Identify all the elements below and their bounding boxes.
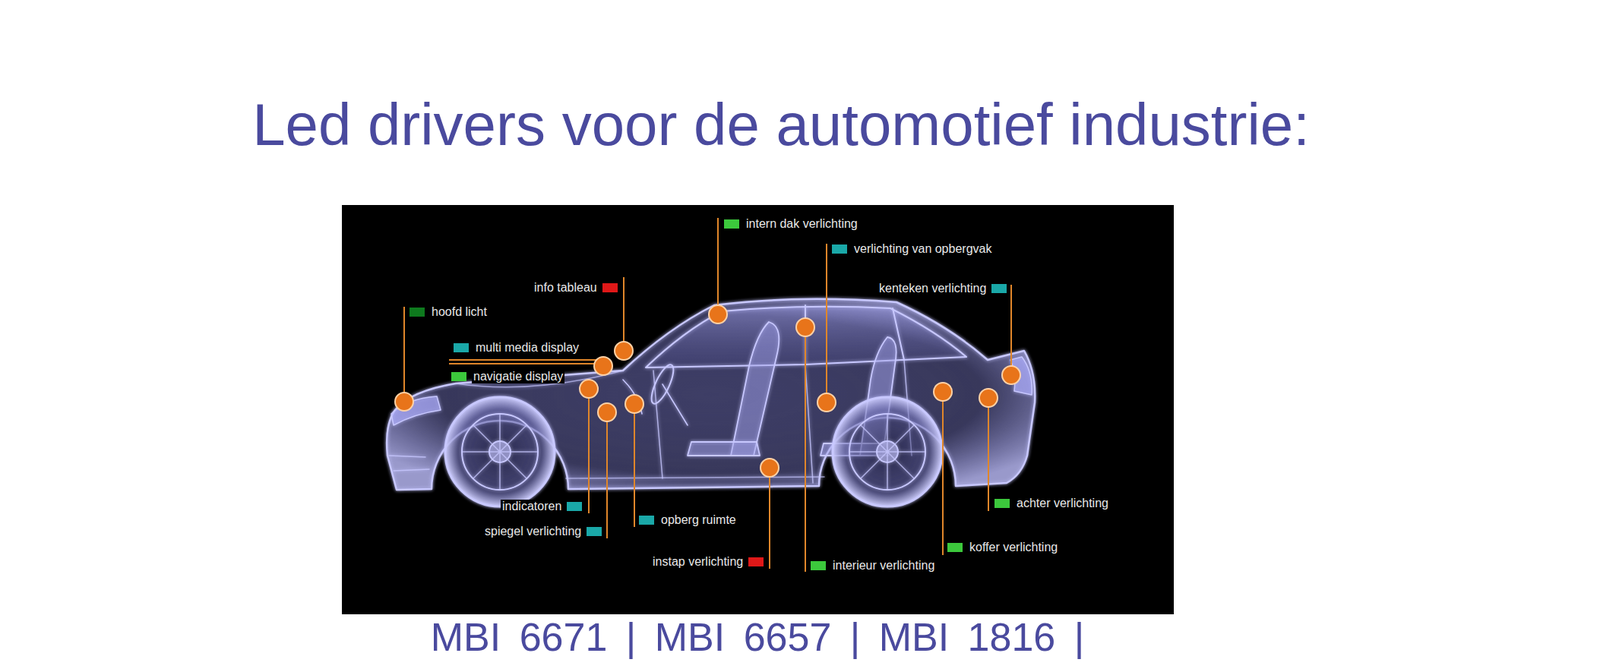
callout-dots-part xyxy=(625,395,644,414)
color-swatches-part xyxy=(991,284,1007,294)
page-title: Led drivers voor de automotief industrie… xyxy=(252,94,1310,155)
callout-label: instap verlichting xyxy=(651,555,745,570)
leader-lines xyxy=(404,218,1012,573)
color-swatches-part xyxy=(724,219,740,229)
part-numbers-caption: MBI 6671 | MBI 6657 | MBI 1816 | xyxy=(430,617,1085,658)
car-body-part xyxy=(388,455,430,472)
color-swatches-part xyxy=(409,307,425,317)
callout-dots-part xyxy=(579,379,598,399)
callout-dots-part xyxy=(817,393,836,412)
color-swatches-part xyxy=(947,543,963,553)
leader-lines-part xyxy=(622,277,625,351)
color-swatches-part xyxy=(566,502,582,512)
car-body-part xyxy=(445,397,555,507)
callout-dots-part xyxy=(614,341,633,361)
callout-dots-part xyxy=(395,392,414,412)
color-swatches-part xyxy=(453,343,469,353)
callout-dots-part xyxy=(760,458,779,478)
leader-lines-part xyxy=(1010,284,1012,376)
leader-lines-part xyxy=(768,467,771,570)
car-body-part xyxy=(461,414,538,491)
color-swatches xyxy=(409,219,1010,571)
leader-lines-part xyxy=(403,306,405,402)
callout-dots-part xyxy=(1002,366,1021,385)
callout-dots-part xyxy=(979,388,998,408)
leader-lines-part xyxy=(825,243,828,403)
callout-label: hoofd licht xyxy=(430,305,489,320)
callout-label: verlichting van opbergvak xyxy=(852,242,993,257)
car-body-part xyxy=(832,397,943,507)
leader-lines-part xyxy=(804,327,807,573)
color-swatches-part xyxy=(994,499,1010,509)
car-body xyxy=(386,299,1035,507)
color-swatches-part xyxy=(748,557,764,567)
car-body-part xyxy=(687,442,760,456)
color-swatches-part xyxy=(810,561,826,571)
leader-lines-part xyxy=(606,412,608,539)
car-body-part xyxy=(622,379,688,426)
callout-label: indicatoren xyxy=(500,499,563,514)
callout-label: koffer verlichting xyxy=(967,540,1060,555)
callout-dots-part xyxy=(708,305,728,324)
callout-label: interieur verlichting xyxy=(831,559,936,573)
color-swatches-part xyxy=(451,372,467,382)
color-swatches-part xyxy=(586,527,602,537)
callout-dots-part xyxy=(597,403,617,422)
leader-lines-part xyxy=(717,218,719,315)
callout-label: spiegel verlichting xyxy=(483,524,583,539)
callout-dots xyxy=(395,305,1021,478)
car-body-part xyxy=(849,414,926,491)
color-swatches-part xyxy=(602,283,618,293)
leader-lines-part xyxy=(942,392,944,556)
leader-lines-part xyxy=(633,404,636,528)
car-body-part xyxy=(849,414,926,491)
callout-label: kenteken verlichting xyxy=(877,281,988,296)
callout-label: intern dak verlichting xyxy=(744,217,860,231)
car-body-part xyxy=(461,414,538,491)
leader-lines-part xyxy=(987,398,990,512)
car-body-part xyxy=(730,322,779,456)
callout-dots-part xyxy=(594,357,613,376)
leader-lines-part xyxy=(449,360,604,364)
callout-dots-part xyxy=(796,318,815,337)
image-background xyxy=(341,205,1174,615)
color-swatches-part xyxy=(831,244,848,254)
callout-label: navigatie display xyxy=(471,369,565,384)
callout-label: achter verlichting xyxy=(1015,496,1110,511)
callout-dots-part xyxy=(933,382,952,402)
callout-label: opberg ruimte xyxy=(659,513,738,528)
callout-label: multi media display xyxy=(474,341,581,355)
color-swatches-part xyxy=(638,515,655,525)
callout-label: info tableau xyxy=(532,281,599,295)
leader-lines-part xyxy=(588,388,590,514)
